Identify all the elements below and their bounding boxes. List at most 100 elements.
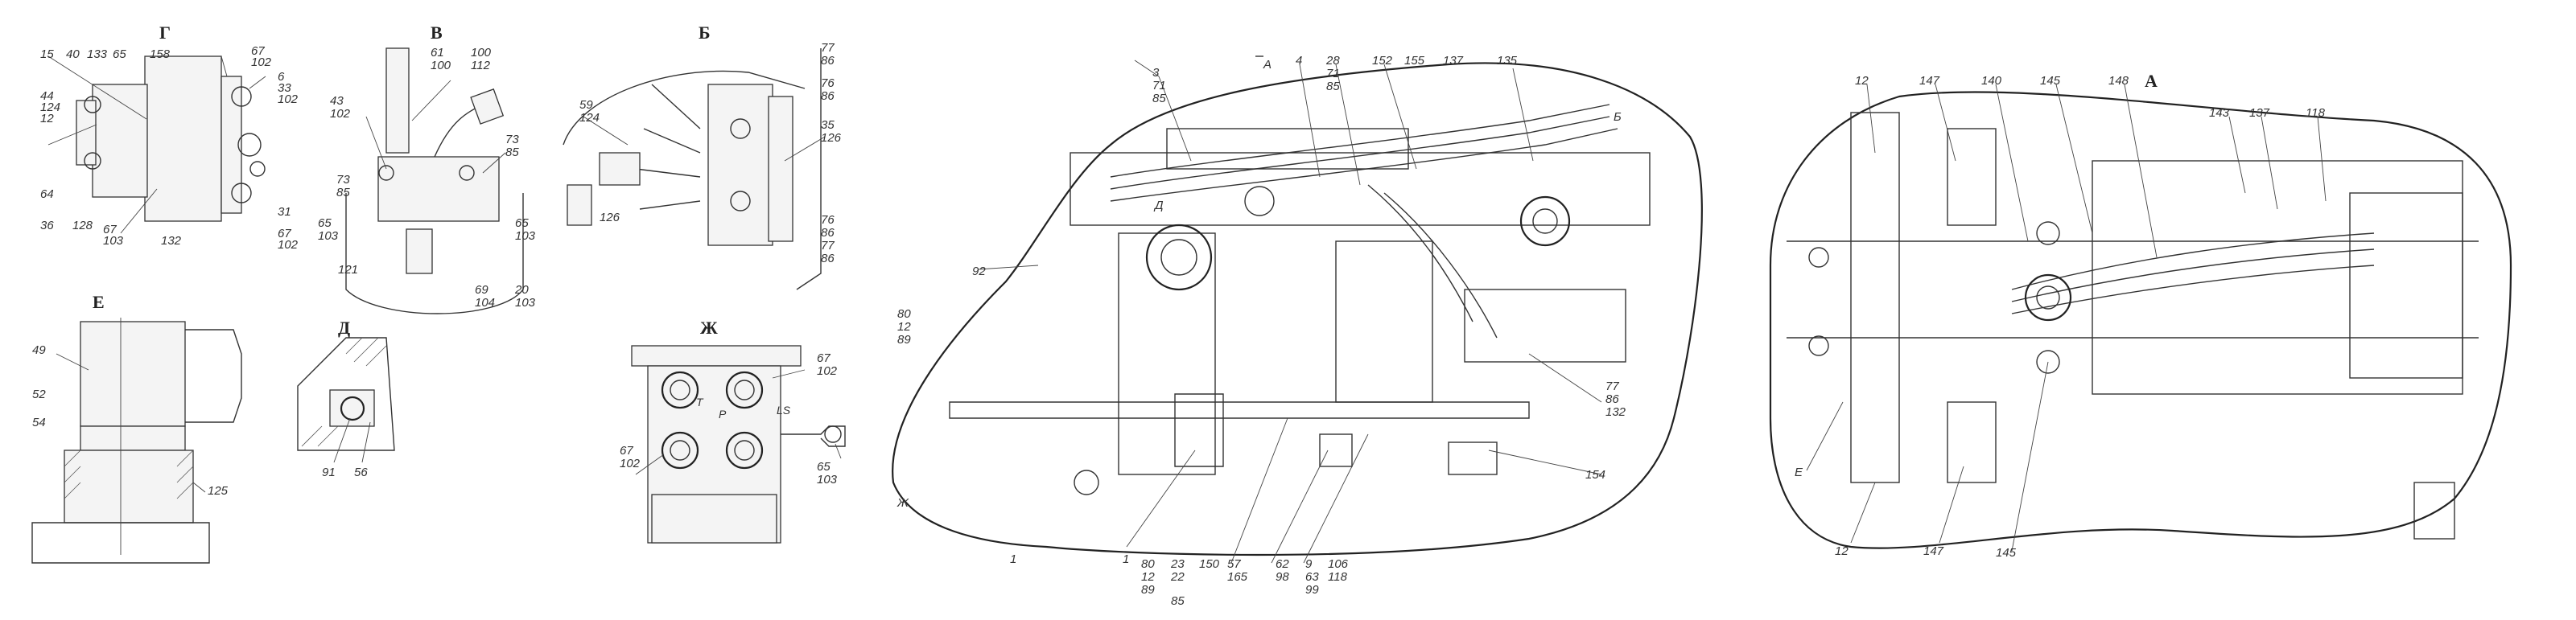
- callout-label: 89: [1141, 583, 1155, 597]
- callout-label: 65: [817, 460, 831, 474]
- callout-label: Б: [1614, 110, 1622, 124]
- callout-label: 104: [475, 296, 495, 310]
- callout-label: 12: [1141, 570, 1155, 584]
- callout-label: 150: [1199, 557, 1220, 571]
- view-d: Д 91 56: [297, 318, 395, 479]
- callout-label: 31: [278, 205, 291, 219]
- callout-label: P: [719, 408, 727, 421]
- callout-label: 77: [821, 239, 835, 253]
- callout-label: 165: [1227, 570, 1248, 584]
- pump-body: [144, 55, 222, 222]
- callout-label: 67: [620, 444, 633, 458]
- callout-label: 112: [471, 59, 491, 72]
- callout-label: 44: [40, 89, 54, 103]
- callout-label: 132: [1605, 405, 1626, 419]
- callout-label: 140: [1981, 74, 2002, 88]
- callout-label: 77: [821, 41, 835, 55]
- callout-label: 12: [1855, 74, 1869, 88]
- callout-label: 4: [1296, 54, 1302, 68]
- callout-label: 92: [972, 265, 986, 278]
- callout-label: 118: [2306, 106, 2326, 120]
- view-e: Е 49 52 54 125: [31, 292, 242, 564]
- callout-label: 103: [515, 296, 536, 310]
- callout-label: 69: [475, 283, 488, 297]
- callout-label: 86: [821, 226, 835, 240]
- callout-label: Д: [1153, 199, 1164, 212]
- callout-label: 152: [1372, 54, 1393, 68]
- callout-label: 102: [620, 457, 641, 470]
- callout-label: 85: [505, 146, 519, 159]
- callout-label: Е: [1795, 466, 1803, 479]
- outline-right: [1769, 91, 2512, 549]
- view-title-v: В: [431, 23, 443, 43]
- callout-label: 28: [1325, 54, 1340, 68]
- callout-label: 77: [1605, 380, 1619, 393]
- callout-label: 71: [1326, 67, 1340, 80]
- callout-label: 67: [103, 223, 117, 236]
- callout-label: 147: [1919, 74, 1940, 88]
- callout-label: 100: [431, 59, 451, 72]
- view-g: Г 15 40 133 65 158 67 102 6 33 102 44 12…: [40, 23, 299, 252]
- callout-label: 61: [431, 46, 444, 60]
- callout-label: 118: [1328, 570, 1348, 584]
- callout-label: 89: [897, 333, 911, 347]
- callout-label: 102: [278, 92, 299, 106]
- callout-label: Ж: [896, 496, 909, 510]
- callout-label: 65: [515, 216, 529, 230]
- callout-label: 137: [2249, 106, 2270, 120]
- callout-label: 126: [600, 211, 620, 224]
- view-title-zh: Ж: [700, 318, 718, 338]
- callout-label: 52: [32, 388, 46, 401]
- callout-label: 102: [278, 238, 299, 252]
- callout-label: 85: [1326, 80, 1340, 93]
- callout-label: 145: [2040, 74, 2061, 88]
- outline-left: [892, 62, 1703, 556]
- view-b: Б 59 124 126 77 86 76 86 35 126 76 86 77…: [563, 23, 842, 290]
- view-title-d: Д: [338, 318, 350, 338]
- callout-label: 121: [338, 263, 358, 277]
- callout-label: 106: [1328, 557, 1349, 571]
- callout-label: 65: [318, 216, 332, 230]
- callout-label: 99: [1305, 583, 1319, 597]
- view-title-g: Г: [159, 23, 171, 43]
- callout-label: 67: [278, 227, 291, 240]
- callout-label: 154: [1585, 468, 1605, 482]
- callout-label: 85: [336, 186, 350, 199]
- view-title-b: Б: [699, 23, 711, 43]
- callout-label: 86: [821, 54, 835, 68]
- callout-label: 91: [322, 466, 336, 479]
- callout-label: 49: [32, 343, 46, 357]
- callout-label: 59: [579, 98, 593, 112]
- callout-label: 73: [505, 133, 519, 146]
- callout-label: 85: [1152, 92, 1166, 105]
- callout-label: T: [696, 396, 704, 409]
- callout-label: 98: [1276, 570, 1289, 584]
- callout-label: 43: [330, 94, 344, 108]
- callout-label: 103: [817, 473, 838, 487]
- callout-label: 6: [278, 70, 285, 84]
- callout-label: 12: [897, 320, 911, 334]
- callout-label: 135: [1497, 54, 1518, 68]
- callout-label: 71: [1152, 79, 1166, 92]
- view-zh: Ж 67 102 T P LS 67 102 65 103: [620, 318, 846, 544]
- callout-label: 54: [32, 416, 46, 429]
- callout-label: 63: [1305, 570, 1319, 584]
- callout-label: 133: [87, 47, 108, 61]
- callout-label: 20: [514, 283, 529, 297]
- callout-label: 103: [103, 234, 124, 248]
- callout-label: 128: [72, 219, 93, 232]
- callout-label: 155: [1404, 54, 1425, 68]
- callout-label: А: [1263, 58, 1272, 72]
- callout-label: 100: [471, 46, 492, 60]
- callout-label: 67: [817, 351, 831, 365]
- callout-label: 102: [817, 364, 838, 378]
- callout-label: 3: [1152, 66, 1160, 80]
- callout-label: 36: [40, 219, 54, 232]
- callout-label: 56: [354, 466, 368, 479]
- hatching-d: [301, 337, 387, 447]
- hatching-e: [64, 450, 194, 499]
- callout-label: 125: [208, 484, 229, 498]
- callout-label: 80: [1141, 557, 1155, 571]
- callout-label: 86: [1605, 392, 1619, 406]
